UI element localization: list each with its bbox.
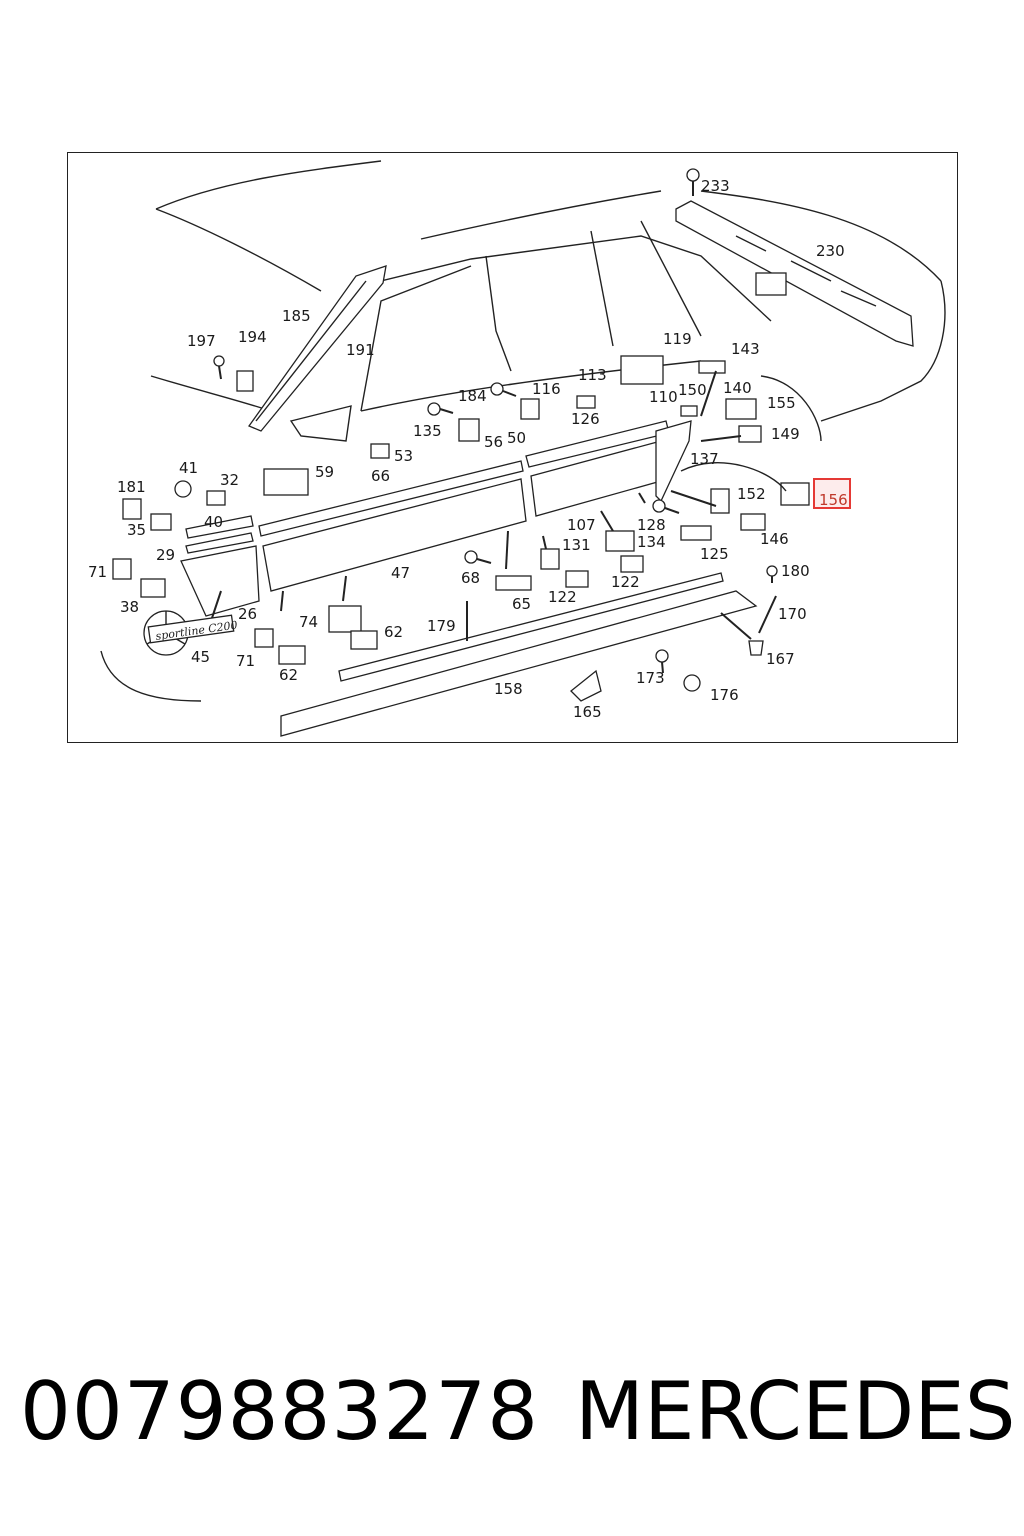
part-label-185: 185: [282, 307, 311, 325]
part-label-47: 47: [391, 564, 410, 582]
part-label-35: 35: [127, 521, 146, 539]
part-label-65: 65: [512, 595, 531, 613]
part-label-41: 41: [179, 459, 198, 477]
part-label-197: 197: [187, 332, 216, 350]
part-label-32: 32: [220, 471, 239, 489]
part-label-230: 230: [816, 242, 845, 260]
part-label-56: 56: [484, 433, 503, 451]
clip-parts: [112, 355, 810, 702]
part-label-126: 126: [571, 410, 600, 428]
part-label-137: 137: [690, 450, 719, 468]
part-label-167: 167: [766, 650, 795, 668]
part-label-116: 116: [532, 380, 561, 398]
part-label-62: 62: [384, 623, 403, 641]
part-label-125: 125: [700, 545, 729, 563]
rear-bumper-part: [675, 200, 914, 347]
rocker-panel: [280, 572, 758, 737]
part-label-26: 26: [238, 605, 257, 623]
part-label-38: 38: [120, 598, 139, 616]
part-labels: 233 230 185 191 197 194 119 143 113 116 184 150 140 1…: [88, 177, 848, 721]
part-label-233: 233: [701, 177, 730, 195]
brand-name: MERCEDES: [575, 1365, 1016, 1458]
part-label-152: 152: [737, 485, 766, 503]
part-label-68: 68: [461, 569, 480, 587]
part-label-170: 170: [778, 605, 807, 623]
highlight-box: [813, 478, 851, 509]
part-label-180: 180: [781, 562, 810, 580]
part-label-134: 134: [637, 533, 666, 551]
part-label-122: 122: [611, 573, 640, 591]
part-label-165: 165: [573, 703, 602, 721]
part-number: 0079883278: [20, 1365, 539, 1458]
part-label-113: 113: [578, 366, 607, 384]
part-label-181: 181: [117, 478, 146, 496]
part-label-110: 110: [649, 388, 678, 406]
fasteners: [174, 355, 778, 692]
part-label-150: 150: [678, 381, 707, 399]
part-label-131: 131: [562, 536, 591, 554]
screw-233: [686, 168, 700, 196]
part-label-40: 40: [204, 513, 223, 531]
part-label-74: 74: [299, 613, 318, 631]
part-label-53: 53: [394, 447, 413, 465]
part-label-128: 128: [637, 516, 666, 534]
parts-diagram: sportline C200 2332301851911971941191431…: [88, 160, 946, 737]
part-label-179: 179: [427, 617, 456, 635]
part-label-71: 71: [236, 652, 255, 670]
part-label-45: 45: [191, 648, 210, 666]
part-label-135: 135: [413, 422, 442, 440]
part-label-122: 122: [548, 588, 577, 606]
part-label-29: 29: [156, 546, 175, 564]
part-label-194: 194: [238, 328, 267, 346]
door-moldings: [180, 420, 692, 617]
part-label-158: 158: [494, 680, 523, 698]
pointer-arrows: [210, 370, 787, 640]
part-label-107: 107: [567, 516, 596, 534]
part-label-156: 156: [819, 491, 848, 509]
part-label-50: 50: [507, 429, 526, 447]
part-label-140: 140: [723, 379, 752, 397]
footer: 0079883278 MERCEDES: [0, 1365, 1024, 1475]
part-label-66: 66: [371, 467, 390, 485]
part-label-155: 155: [767, 394, 796, 412]
part-label-149: 149: [771, 425, 800, 443]
part-label-184: 184: [458, 387, 487, 405]
part-label-119: 119: [663, 330, 692, 348]
part-label-146: 146: [760, 530, 789, 548]
part-label-191: 191: [346, 341, 375, 359]
part-label-143: 143: [731, 340, 760, 358]
a-pillar-trim: [247, 265, 387, 432]
part-label-62: 62: [279, 666, 298, 684]
part-label-176: 176: [710, 686, 739, 704]
part-label-71: 71: [88, 563, 107, 581]
part-label-173: 173: [636, 669, 665, 687]
part-label-59: 59: [315, 463, 334, 481]
